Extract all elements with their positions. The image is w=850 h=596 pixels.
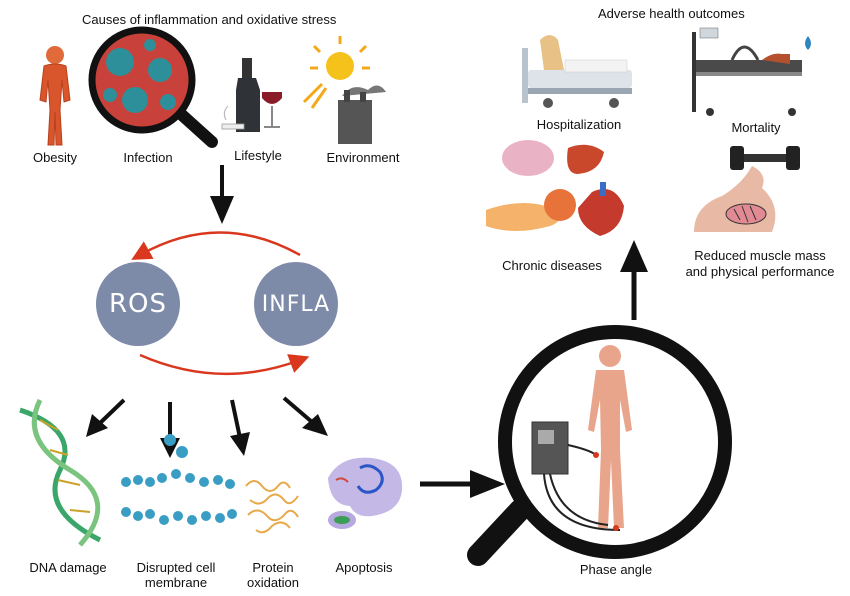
obesity-label: Obesity — [32, 150, 78, 165]
lifestyle-label: Lifestyle — [234, 148, 282, 163]
hospital-bed-icon — [522, 35, 632, 108]
protein-oxidation-icon — [245, 480, 299, 534]
membrane-label-line2: membrane — [144, 575, 208, 590]
outcomes-title: Adverse health outcomes — [598, 6, 745, 21]
muscle-label-line1: Reduced muscle mass — [694, 248, 826, 263]
cell-membrane-icon — [121, 434, 237, 525]
dna-helix-icon — [19, 398, 102, 547]
dna-damage-label: DNA damage — [29, 560, 107, 575]
protein-label-line1: Protein — [252, 560, 294, 575]
infection-magnifier-icon — [88, 26, 218, 148]
causes-title: Causes of inflammation and oxidative str… — [82, 12, 337, 27]
membrane-label-line1: Disrupted cell — [136, 560, 216, 575]
causes-to-cycle-arrow — [210, 165, 234, 224]
apoptosis-cell-icon — [328, 457, 403, 529]
environment-sun-factory-icon — [302, 36, 386, 144]
infla-circle: INFLA — [254, 262, 338, 346]
phase-angle-magnifier-icon — [467, 325, 732, 566]
mortality-bed-icon — [692, 27, 811, 116]
phase-to-outcomes-arrow — [620, 240, 648, 320]
obesity-figure-icon — [39, 46, 71, 146]
chronic-disease-organs-icon — [486, 140, 624, 236]
phase-angle-label: Phase angle — [579, 562, 653, 577]
cycle-arrow-top — [131, 231, 301, 260]
lifestyle-wine-cigarette-icon — [221, 58, 282, 132]
apoptosis-label: Apoptosis — [335, 560, 393, 575]
mortality-label: Mortality — [731, 120, 781, 135]
cycle-arrow-bottom — [139, 353, 310, 376]
effect-arrows — [86, 396, 328, 458]
environment-label: Environment — [326, 150, 400, 165]
infection-label: Infection — [123, 150, 173, 165]
chronic-diseases-label: Chronic diseases — [502, 258, 602, 273]
effects-to-phase-arrow — [420, 470, 505, 498]
protein-label-line2: oxidation — [246, 575, 300, 590]
muscle-dumbbell-icon — [694, 146, 800, 232]
ros-circle: ROS — [96, 262, 180, 346]
hospitalization-label: Hospitalization — [536, 117, 622, 132]
muscle-label-line2: and physical performance — [685, 264, 835, 279]
